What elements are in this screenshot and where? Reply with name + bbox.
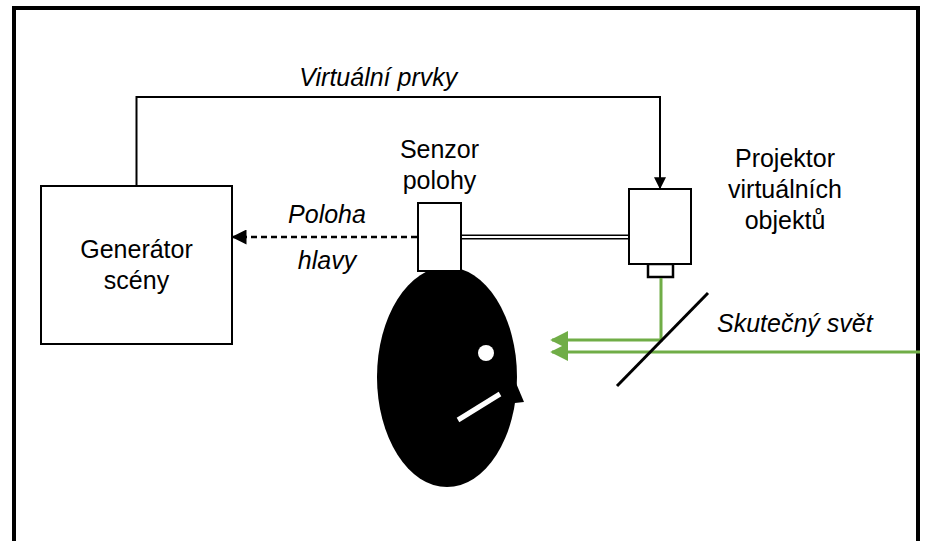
edge-label: Poloha hlavy (274, 191, 380, 283)
head (377, 267, 517, 487)
edge-label: Virtuální prvky (296, 62, 460, 93)
projector-lens (648, 264, 673, 277)
outer-frame (14, 8, 918, 541)
sensor-box (417, 202, 462, 272)
node-text: Generátor scény (50, 234, 223, 296)
node-text: Projektor virtuálních objektů (700, 143, 870, 236)
real-beam (552, 351, 920, 354)
process-box: Generátor scény (40, 185, 233, 345)
projector-box (628, 188, 692, 265)
eye (478, 345, 494, 361)
double-link (462, 237, 628, 238)
free-label: Skutečný svět (714, 308, 876, 339)
node-text: Senzor polohy (375, 134, 505, 196)
dashed-arrow (233, 237, 417, 238)
virtual-beam (552, 278, 661, 340)
beam-splitter (617, 293, 708, 386)
data-arrow (137, 97, 661, 188)
mouth (458, 394, 500, 420)
